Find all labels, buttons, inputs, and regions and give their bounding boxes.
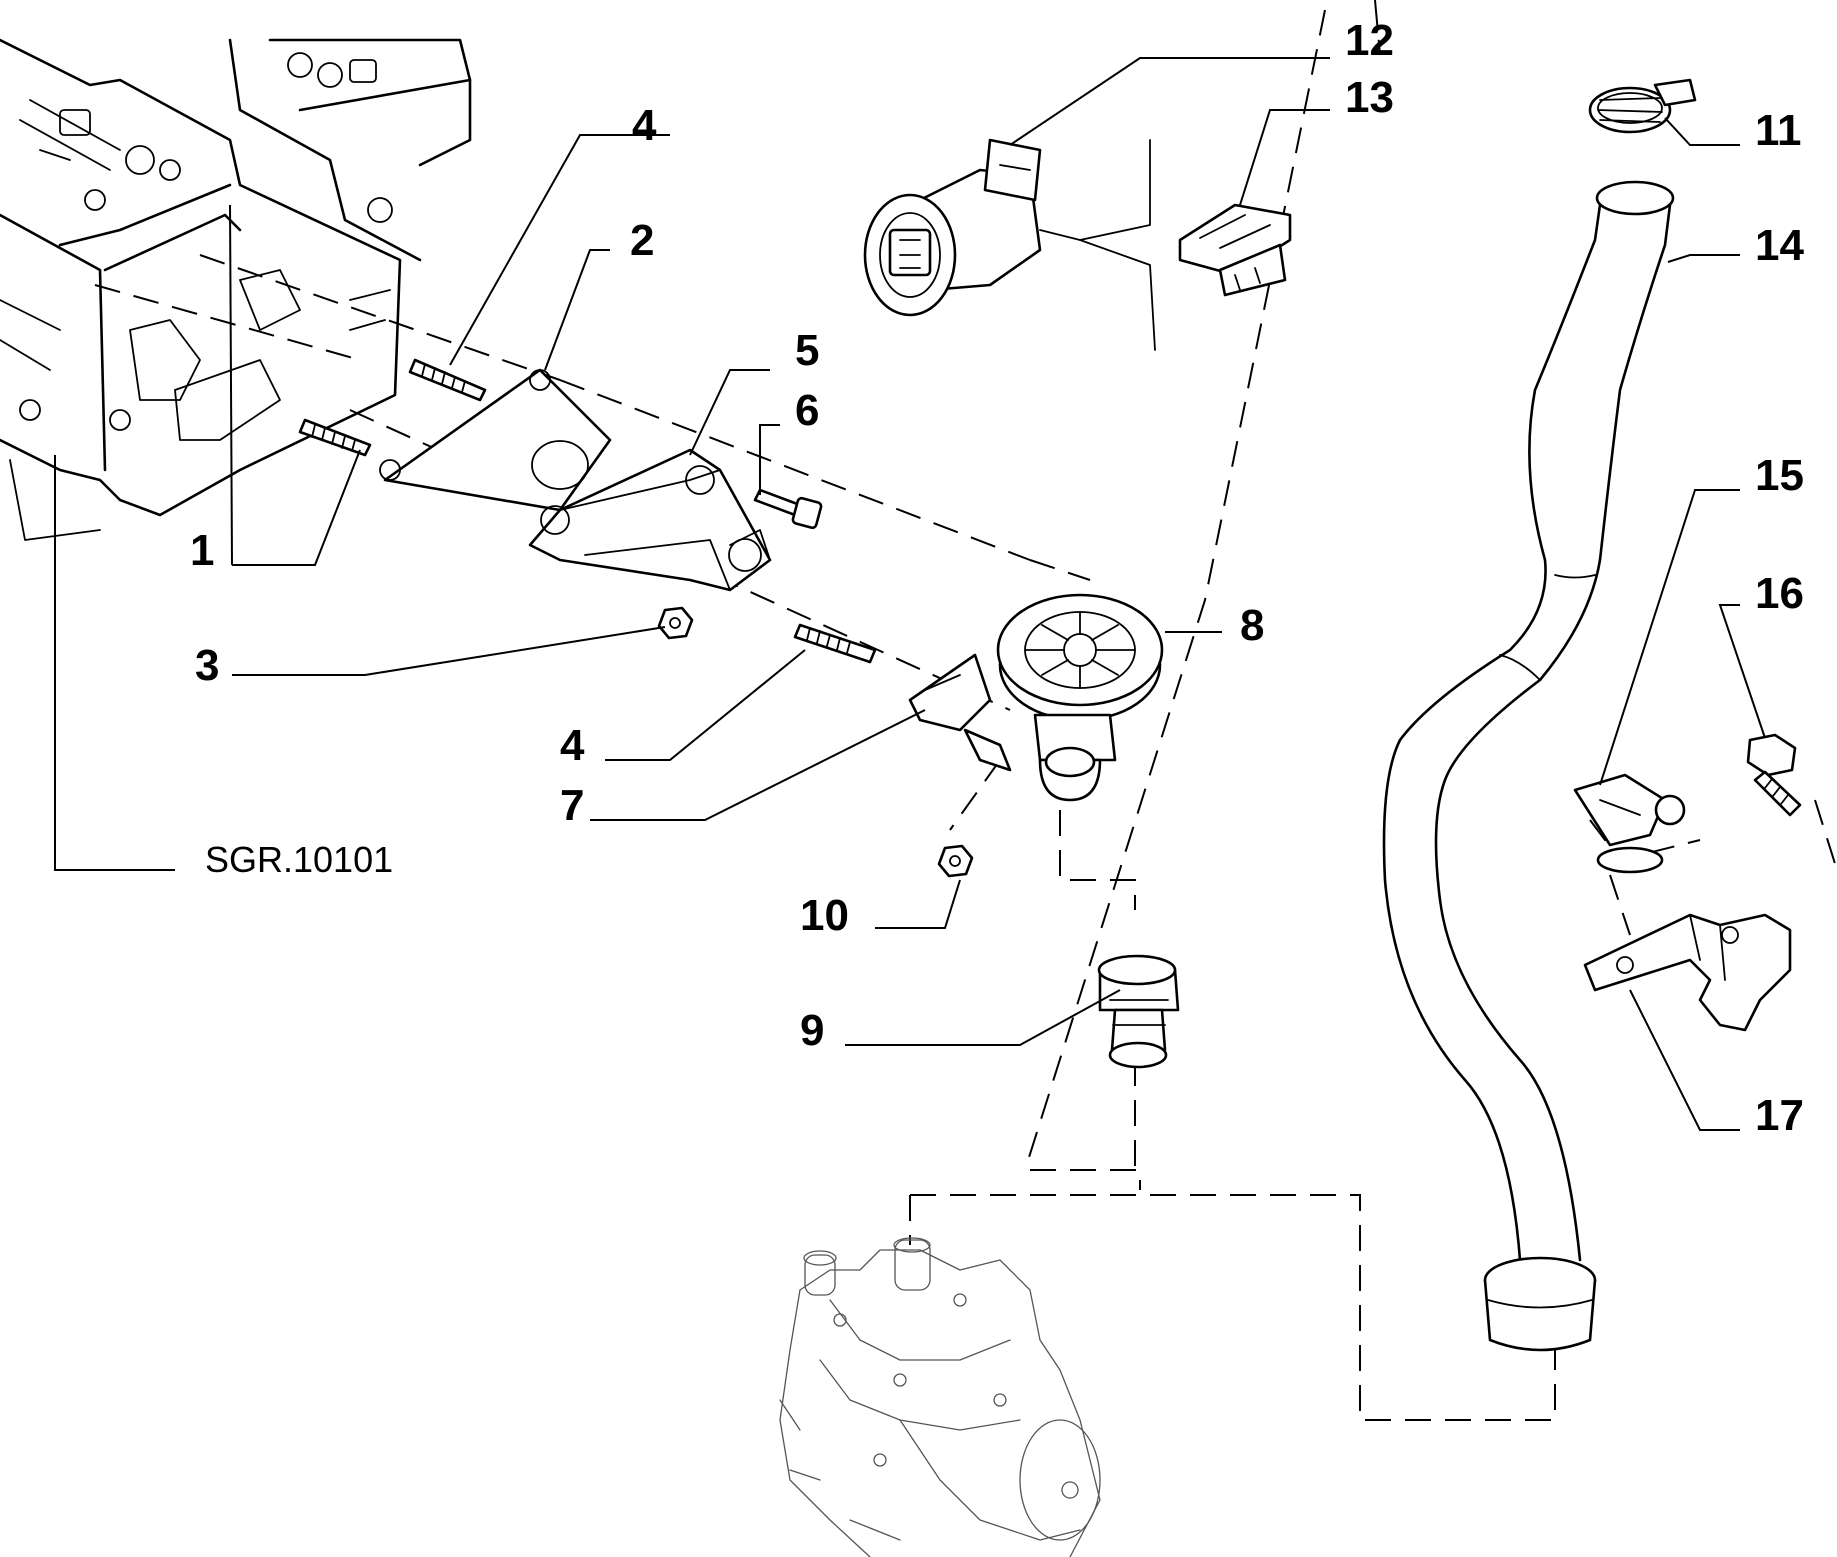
callout-12: 12 (1345, 16, 1394, 65)
stud-part-4-upper (408, 358, 487, 402)
callout-leaders (54, 57, 1766, 1131)
fitting-part-9 (1097, 954, 1180, 1069)
reference-label: SGR.10101 (205, 839, 393, 880)
callout-13: 13 (1345, 73, 1394, 122)
callout-9: 9 (800, 1006, 824, 1055)
nut-part-10 (937, 844, 974, 878)
callout-11: 11 (1755, 106, 1802, 155)
callout-4-lower: 4 (560, 721, 585, 770)
bracket-part-17 (1583, 913, 1792, 1032)
callout-4-upper: 4 (632, 101, 657, 150)
assembly-guide-lines (94, 0, 1837, 1421)
gasket-part-2 (379, 368, 612, 512)
clip-part-15 (1573, 773, 1686, 874)
callout-14: 14 (1755, 221, 1804, 270)
engine-block-drawing (0, 38, 472, 541)
bracket-part-5 (528, 448, 772, 592)
callout-2: 2 (630, 216, 654, 265)
callout-16: 16 (1755, 569, 1804, 618)
clip-part-7 (908, 653, 1012, 772)
clip-part-13 (1178, 203, 1292, 297)
transmission-housing-drawing (779, 1237, 1101, 1557)
callout-8: 8 (1240, 601, 1264, 650)
callout-1: 1 (190, 526, 214, 575)
callout-3: 3 (195, 641, 219, 690)
callout-17: 17 (1755, 1091, 1804, 1140)
connector-part-12 (863, 138, 1156, 351)
stud-part-1 (298, 418, 372, 457)
nut-part-3 (657, 606, 694, 640)
callout-5: 5 (795, 326, 819, 375)
bolt-part-16 (1746, 733, 1802, 817)
vacuum-hose-part-14 (1382, 180, 1675, 1352)
callout-10: 10 (800, 891, 849, 940)
vacuum-valve-part-8 (996, 593, 1164, 802)
callout-7: 7 (560, 781, 584, 830)
bolt-part-6 (753, 488, 823, 530)
callout-6: 6 (795, 386, 819, 435)
callout-numbers: 1 2 3 4 4 5 6 7 8 9 10 11 12 13 14 15 16… (190, 16, 1804, 1140)
callout-15: 15 (1755, 451, 1804, 500)
hose-clamp-part-11 (1588, 78, 1697, 134)
stud-part-4-lower (793, 623, 877, 664)
